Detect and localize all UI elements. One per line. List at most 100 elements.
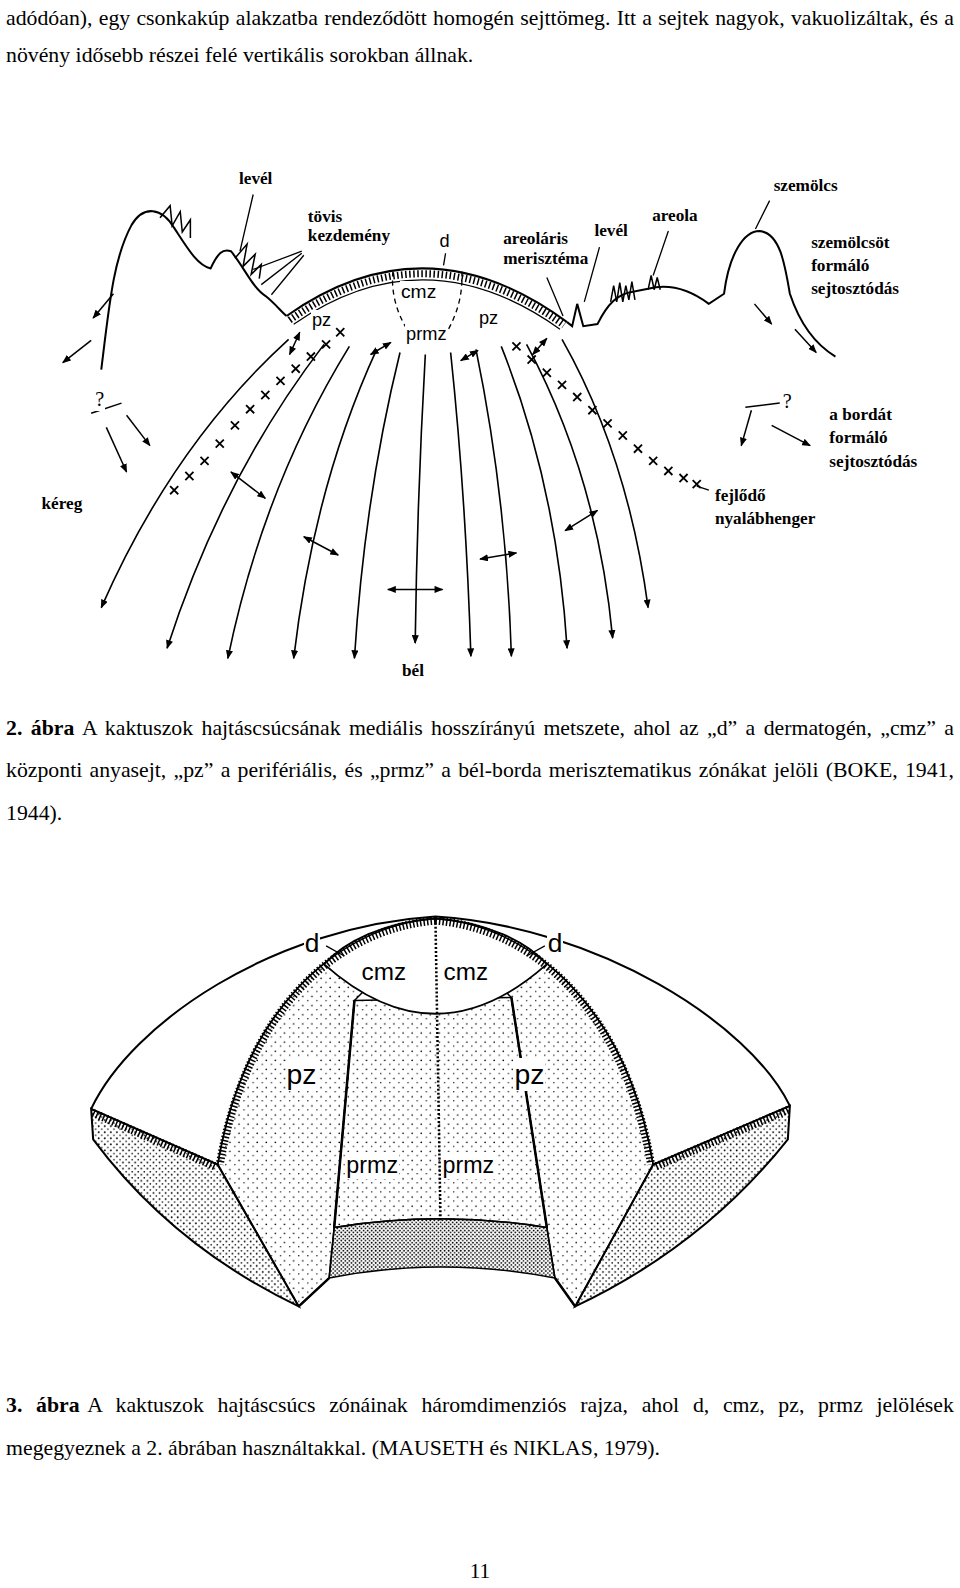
figure-caption: 2. ábraA kaktuszok hajtáscsúcsának mediá… bbox=[6, 707, 954, 835]
zone-label: pz bbox=[478, 308, 499, 329]
double-arrow bbox=[480, 553, 516, 559]
shoot-outline bbox=[101, 211, 286, 370]
arrow bbox=[741, 410, 751, 445]
x-mark bbox=[664, 467, 672, 475]
x-mark bbox=[588, 406, 596, 414]
zone-label: d bbox=[304, 928, 321, 958]
arrow bbox=[127, 415, 150, 445]
double-arrow bbox=[533, 338, 547, 354]
zone-boundary bbox=[299, 998, 575, 1307]
ray-arrow bbox=[167, 344, 324, 648]
zone-label: prmz bbox=[345, 1152, 399, 1179]
x-mark bbox=[543, 369, 551, 377]
x-mark bbox=[261, 391, 269, 399]
x-mark bbox=[276, 377, 284, 385]
ray-arrow bbox=[415, 355, 425, 644]
text: A kaktuszok hajtáscsúcsának mediális hos… bbox=[6, 716, 954, 825]
spine-primordia bbox=[235, 244, 261, 278]
leaf-label: levél bbox=[238, 169, 273, 189]
cmz-lens bbox=[324, 919, 547, 1014]
tubercle-label: szemölcs bbox=[773, 176, 839, 196]
double-arrow bbox=[304, 537, 338, 555]
double-arrow bbox=[565, 510, 597, 530]
leader-line bbox=[697, 486, 709, 490]
x-mark bbox=[634, 445, 642, 453]
zone-label: cmz bbox=[443, 958, 490, 986]
x-mark bbox=[292, 365, 300, 373]
double-arrow bbox=[290, 332, 300, 354]
zone-label: cmz bbox=[400, 281, 437, 303]
x-mark bbox=[619, 431, 627, 439]
double-arrow bbox=[461, 350, 478, 360]
figure-caption: 3. ábraA kaktuszok hajtáscsúcs zónáinak … bbox=[6, 1384, 954, 1469]
x-mark bbox=[679, 474, 687, 482]
x-mark bbox=[649, 457, 657, 465]
outer-rim bbox=[91, 917, 790, 1109]
arrow bbox=[93, 294, 113, 318]
x-mark bbox=[604, 419, 612, 427]
procambium-marks bbox=[170, 328, 701, 494]
center-line bbox=[435, 919, 440, 1221]
ray-arrow bbox=[228, 346, 350, 658]
leader-line bbox=[240, 195, 770, 317]
pith-label: bél bbox=[401, 661, 425, 681]
ray-arrow bbox=[562, 339, 648, 607]
division-label: a bordát formáló sejtosztódás bbox=[828, 403, 931, 473]
ray-arrow bbox=[527, 344, 613, 638]
cortex-arrows bbox=[63, 294, 816, 472]
apex-3d bbox=[91, 917, 790, 1307]
zone-label: pz bbox=[311, 310, 332, 331]
arrow bbox=[63, 340, 91, 362]
arrow bbox=[772, 425, 810, 445]
text: adódóan), egy csonkakúp alakzatba rendez… bbox=[6, 6, 954, 67]
shoot-outline bbox=[567, 231, 835, 357]
zone-label: pz bbox=[286, 1058, 318, 1091]
division-label: szemölcsöt formáló sejtosztódás bbox=[810, 231, 900, 301]
x-mark bbox=[307, 352, 315, 360]
x-mark bbox=[322, 340, 330, 348]
question-mark: ? bbox=[782, 390, 793, 413]
prmz-base bbox=[329, 1219, 555, 1278]
arrow bbox=[106, 427, 126, 472]
figure-number: 2. ábra bbox=[6, 716, 74, 740]
meristem-label: areoláris merisztéma bbox=[502, 229, 589, 269]
body-text: adódóan), egy csonkakúp alakzatba rendez… bbox=[6, 0, 954, 75]
question-mark: ? bbox=[94, 388, 105, 411]
edge-line bbox=[91, 919, 790, 1165]
zone-label: cmz bbox=[361, 958, 408, 986]
x-mark bbox=[185, 472, 193, 480]
zone-label: prmz bbox=[405, 324, 448, 345]
page-number: 11 bbox=[0, 1559, 960, 1584]
zone-label: d bbox=[547, 928, 564, 958]
cortex-label: kéreg bbox=[41, 494, 84, 514]
x-mark bbox=[170, 486, 178, 494]
procambium-label: fejlődő nyalábhenger bbox=[714, 484, 816, 531]
leaf-label: levél bbox=[593, 221, 628, 241]
x-mark bbox=[336, 328, 344, 336]
zone-label: prmz bbox=[442, 1152, 496, 1179]
dermatogen-inner bbox=[294, 280, 560, 329]
ray-arrow bbox=[354, 352, 400, 658]
x-mark bbox=[231, 421, 239, 429]
double-arrows bbox=[231, 332, 598, 589]
x-mark bbox=[512, 342, 520, 350]
page-number: 11 bbox=[470, 1559, 490, 1583]
spine-label: tövis kezdemény bbox=[307, 207, 391, 247]
leader-line bbox=[326, 946, 545, 956]
apex-section bbox=[63, 195, 836, 659]
zone-label: pz bbox=[513, 1058, 545, 1091]
x-mark bbox=[201, 457, 209, 465]
areole-label: areola bbox=[651, 206, 699, 226]
double-arrow bbox=[231, 472, 265, 498]
growth-rays bbox=[101, 339, 648, 658]
ray-arrow bbox=[476, 349, 511, 656]
ray-arrow bbox=[501, 346, 567, 648]
arrow bbox=[754, 304, 771, 324]
tick-line bbox=[91, 403, 780, 413]
figure-number: 3. ábra bbox=[6, 1393, 80, 1417]
prmz-face bbox=[334, 998, 547, 1228]
x-mark bbox=[528, 356, 536, 364]
x-mark bbox=[558, 381, 566, 389]
arrow bbox=[795, 329, 816, 352]
